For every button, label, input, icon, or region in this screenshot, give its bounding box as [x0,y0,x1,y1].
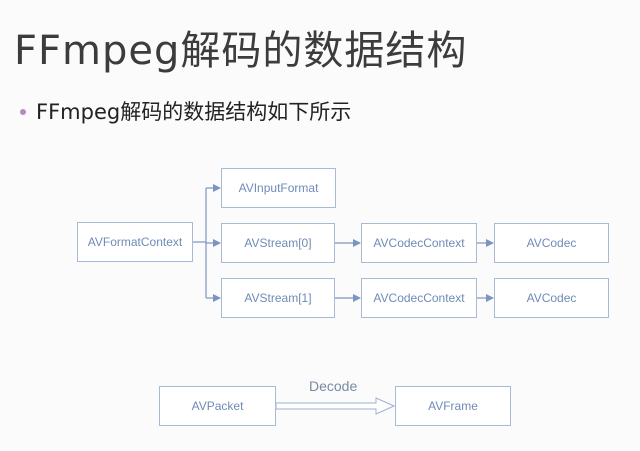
node-avpacket: AVPacket [159,386,276,426]
slide-title: FFmpeg解码的数据结构 [14,28,468,74]
decode-arrow-icon [275,397,396,415]
node-avstream-0: AVStream[0] [221,223,335,263]
bullet-item: FFmpeg解码的数据结构如下所示 [20,96,351,126]
node-avformatcontext: AVFormatContext [77,222,193,262]
node-avcodec-0: AVCodec [494,223,609,263]
node-avcodec-1: AVCodec [494,278,609,318]
bullet-dot-icon [20,108,26,115]
node-avstream-1: AVStream[1] [221,278,335,318]
decode-label: Decode [309,378,358,394]
node-avcodeccontext-0: AVCodecContext [361,223,477,263]
node-avframe: AVFrame [395,386,511,426]
bullet-text: FFmpeg解码的数据结构如下所示 [36,100,352,124]
node-avcodeccontext-1: AVCodecContext [361,278,477,318]
node-avinputformat: AVInputFormat [221,168,336,208]
